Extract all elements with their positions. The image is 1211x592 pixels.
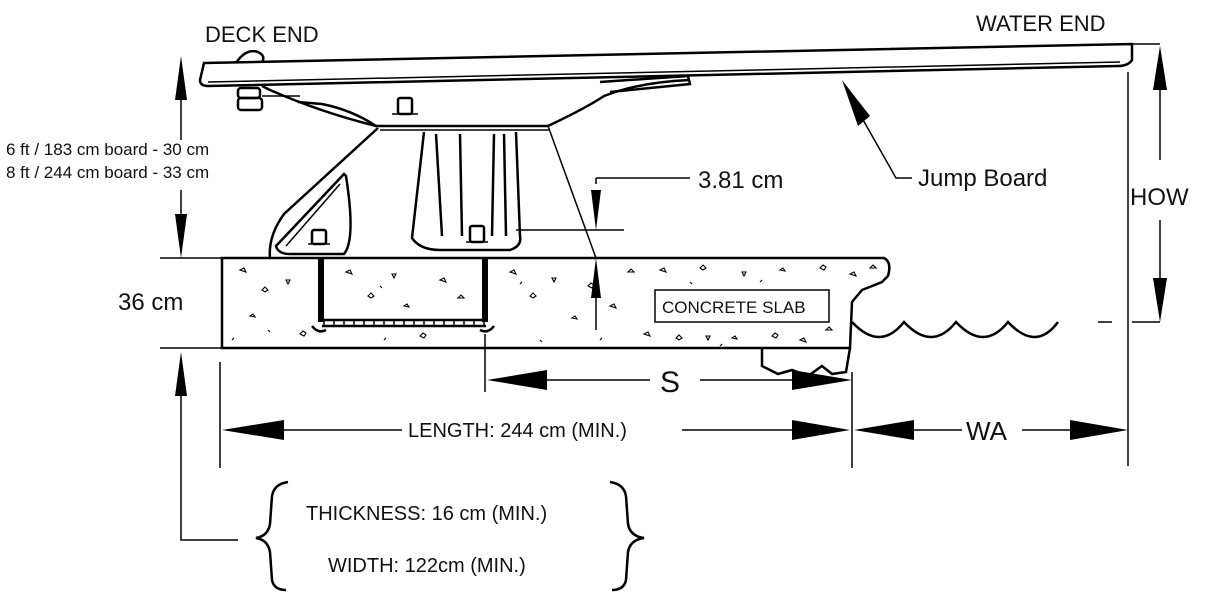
water-end-label: WATER END <box>976 11 1106 36</box>
gap-label: 3.81 cm <box>698 167 783 194</box>
board-height-6ft-label: 6 ft / 183 cm board - 30 cm <box>6 140 209 159</box>
jump-board <box>198 42 1134 88</box>
water-surface <box>851 320 1112 339</box>
board-stand <box>236 74 692 259</box>
dimension-lines <box>160 43 1167 592</box>
how-label: HOW <box>1130 184 1189 211</box>
concrete-slab-label: CONCRETE SLAB <box>662 298 806 317</box>
wa-label: WA <box>966 416 1008 446</box>
concrete-slab <box>220 256 891 378</box>
concrete-slab-label-box <box>654 289 830 323</box>
deck-end-label: DECK END <box>205 22 319 47</box>
s-label: S <box>660 366 680 399</box>
diagram-labels: DECK END WATER END 6 ft / 183 cm board -… <box>6 11 1189 577</box>
concrete-aggregate <box>231 264 878 347</box>
slab-depth-label: 36 cm <box>118 289 183 316</box>
board-height-8ft-label: 8 ft / 244 cm board - 33 cm <box>6 163 209 182</box>
jump-board-label: Jump Board <box>918 165 1047 192</box>
thickness-label: THICKNESS: 16 cm (MIN.) <box>306 503 547 525</box>
length-label: LENGTH: 244 cm (MIN.) <box>408 420 627 442</box>
width-label: WIDTH: 122cm (MIN.) <box>328 555 526 577</box>
